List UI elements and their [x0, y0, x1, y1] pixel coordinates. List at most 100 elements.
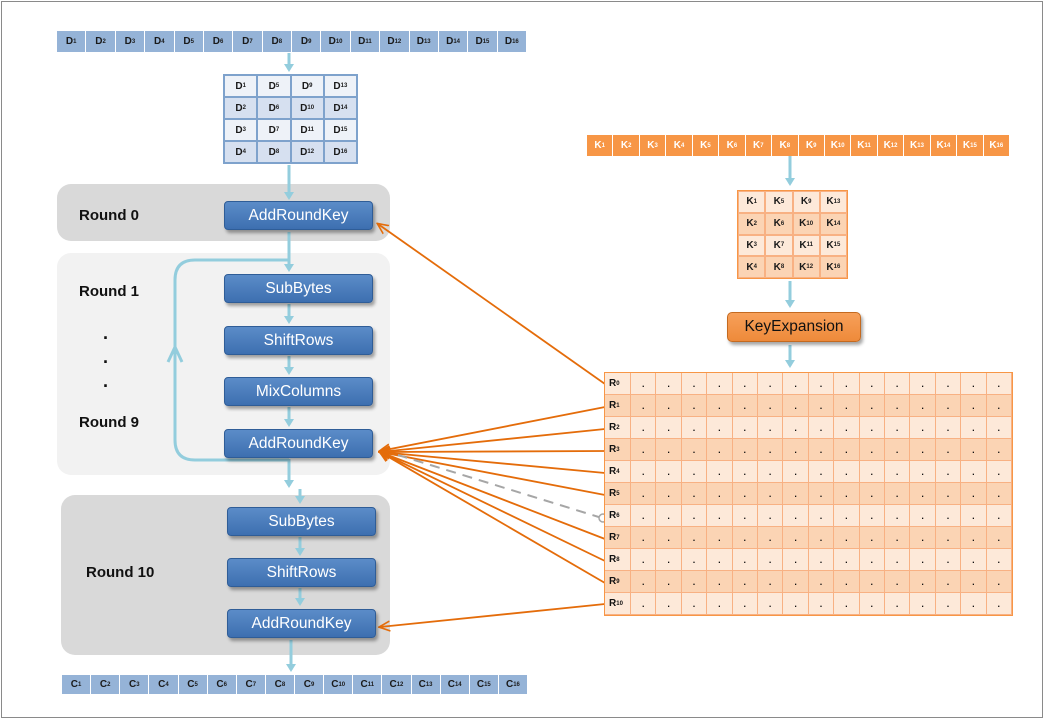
key-schedule-cell: . [681, 527, 708, 549]
key-schedule-cell: . [808, 439, 835, 461]
key-schedule-cell: . [757, 439, 784, 461]
key-schedule-cell: . [656, 505, 682, 527]
key-schedule-cell: . [631, 461, 657, 483]
key-schedule-cell: . [884, 549, 911, 571]
key-schedule-cell: . [834, 417, 860, 439]
key-schedule-cell: . [656, 373, 682, 395]
key-schedule-cell: . [859, 527, 885, 549]
key-schedule-cell: . [783, 527, 809, 549]
key-schedule-cell: . [961, 527, 987, 549]
key-schedule-cell: . [783, 417, 809, 439]
key-schedule-cell: . [859, 373, 885, 395]
key-schedule-cell: . [757, 571, 784, 593]
key-schedule-cell: . [783, 505, 809, 527]
key-schedule-cell: . [935, 505, 962, 527]
key-schedule-cell: . [834, 549, 860, 571]
key-schedule-cell: . [834, 571, 860, 593]
key-schedule-cell: . [986, 461, 1012, 483]
round9-addroundkey-box: AddRoundKey [224, 429, 373, 458]
ellipsis-dot-3: . [103, 371, 109, 391]
key-schedule-cell: . [910, 395, 936, 417]
key-schedule-cell: . [681, 505, 708, 527]
key-schedule-cell: . [935, 395, 962, 417]
round0-label: Round 0 [79, 207, 139, 224]
key-schedule-cell: . [783, 373, 809, 395]
key-schedule-cell: . [884, 461, 911, 483]
key-schedule-cell: . [757, 527, 784, 549]
key-schedule-cell: . [656, 483, 682, 505]
key-schedule-cell: . [961, 593, 987, 615]
round9-label: Round 9 [79, 414, 139, 431]
key-schedule-cell: . [834, 483, 860, 505]
key-schedule-cell: . [732, 461, 758, 483]
key-schedule-cell: . [859, 505, 885, 527]
key-schedule-cell: . [961, 439, 987, 461]
key-schedule-cell: . [910, 417, 936, 439]
key-schedule-cell: . [834, 527, 860, 549]
round10-addroundkey-box: AddRoundKey [227, 609, 376, 638]
key-schedule-cell: . [656, 593, 682, 615]
key-schedule-cell: . [859, 593, 885, 615]
key-schedule-cell: . [656, 417, 682, 439]
key-schedule-cell: . [961, 461, 987, 483]
key-schedule-cell: . [707, 483, 733, 505]
key-schedule-cell: . [732, 505, 758, 527]
key-schedule-cell: . [656, 439, 682, 461]
key-schedule-cell: . [961, 395, 987, 417]
key-schedule-cell: . [808, 571, 835, 593]
ellipsis-dot-1: . [103, 323, 109, 343]
key-schedule-cell: . [707, 549, 733, 571]
key-schedule-cell: . [631, 373, 657, 395]
key-schedule-cell: . [884, 395, 911, 417]
key-schedule-cell: . [631, 505, 657, 527]
key-schedule-cell: . [631, 417, 657, 439]
key-schedule-cell: . [732, 395, 758, 417]
key-schedule-cell: . [631, 571, 657, 593]
key-schedule-cell: . [884, 439, 911, 461]
key-schedule-cell: . [986, 571, 1012, 593]
key-schedule-cell: . [681, 395, 708, 417]
key-schedule-cell: . [681, 483, 708, 505]
key-schedule-cell: . [681, 439, 708, 461]
key-schedule-cell: . [961, 483, 987, 505]
key-schedule-cell: . [783, 439, 809, 461]
key-schedule-cell: . [859, 571, 885, 593]
key-schedule-cell: . [935, 527, 962, 549]
key-schedule-cell: . [910, 527, 936, 549]
key-expansion-box: KeyExpansion [727, 312, 861, 342]
key-schedule-cell: . [656, 395, 682, 417]
key-schedule-cell: . [834, 395, 860, 417]
